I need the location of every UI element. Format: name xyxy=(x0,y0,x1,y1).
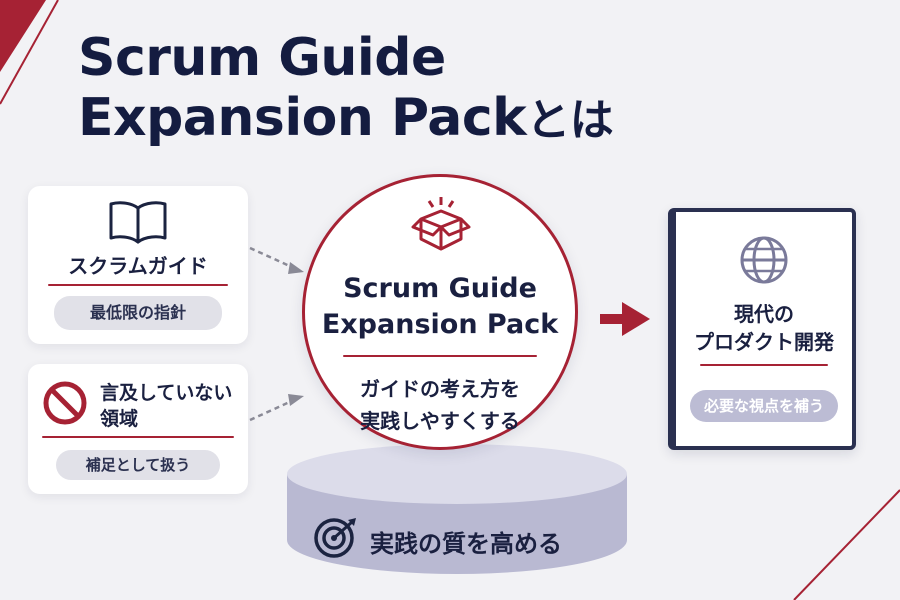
corner-decoration-top-left xyxy=(0,0,59,105)
unmentioned-divider xyxy=(42,436,234,438)
red-arrow-head xyxy=(622,302,650,336)
modern-development-card: 現代の プロダクト開発 必要な視点を補う xyxy=(668,208,856,450)
pedestal-label: 実践の質を高める xyxy=(370,530,562,558)
open-box-icon xyxy=(411,197,471,251)
modern-title-line-2: プロダクト開発 xyxy=(694,330,834,354)
modern-divider xyxy=(700,364,828,366)
prohibited-icon xyxy=(43,381,87,425)
circle-title-line-2: Expansion Pack xyxy=(321,309,559,340)
dashed-arrow-top-head xyxy=(288,262,304,274)
scrum-guide-label: スクラムガイド xyxy=(68,254,208,278)
title-line-2-main: Expansion Pack xyxy=(78,88,527,148)
circle-desc-line-1: ガイドの考え方を xyxy=(360,377,520,401)
red-arrow-shaft xyxy=(600,314,624,324)
title-line-1: Scrum Guide xyxy=(78,28,446,88)
scrum-guide-divider xyxy=(48,284,228,286)
scrum-guide-card: スクラムガイド 最低限の指針 xyxy=(28,186,248,344)
title-suffix: とは xyxy=(526,95,614,146)
expansion-pack-circle: Scrum Guide Expansion Pack ガイドの考え方を 実践しや… xyxy=(302,174,578,450)
globe-icon xyxy=(740,236,788,284)
unmentioned-label-line-1: 言及していない xyxy=(100,382,233,404)
target-icon xyxy=(314,518,356,558)
circle-divider xyxy=(343,355,537,357)
title-line-2: Expansion Packとは xyxy=(78,88,614,151)
pedestal xyxy=(287,444,627,574)
necessary-perspective-pill: 必要な視点を補う xyxy=(690,390,838,422)
minimum-guideline-pill: 最低限の指針 xyxy=(54,296,222,330)
corner-decoration-bottom-right xyxy=(793,489,900,600)
unmentioned-label-line-2: 領域 xyxy=(100,408,139,430)
supplement-pill: 補足として扱う xyxy=(56,450,220,480)
dashed-arrow-bottom-head xyxy=(288,394,304,406)
circle-title-line-1: Scrum Guide xyxy=(343,273,537,304)
page-title: Scrum Guide Expansion Packとは xyxy=(78,28,614,151)
dashed-arrow-bottom xyxy=(249,398,295,422)
dashed-arrow-top xyxy=(249,246,295,270)
open-book-icon xyxy=(109,201,167,244)
unmentioned-area-card: 言及していない 領域 補足として扱う xyxy=(28,364,248,494)
modern-title-line-1: 現代の xyxy=(734,302,794,326)
circle-desc-line-2: 実践しやすくする xyxy=(360,409,520,433)
